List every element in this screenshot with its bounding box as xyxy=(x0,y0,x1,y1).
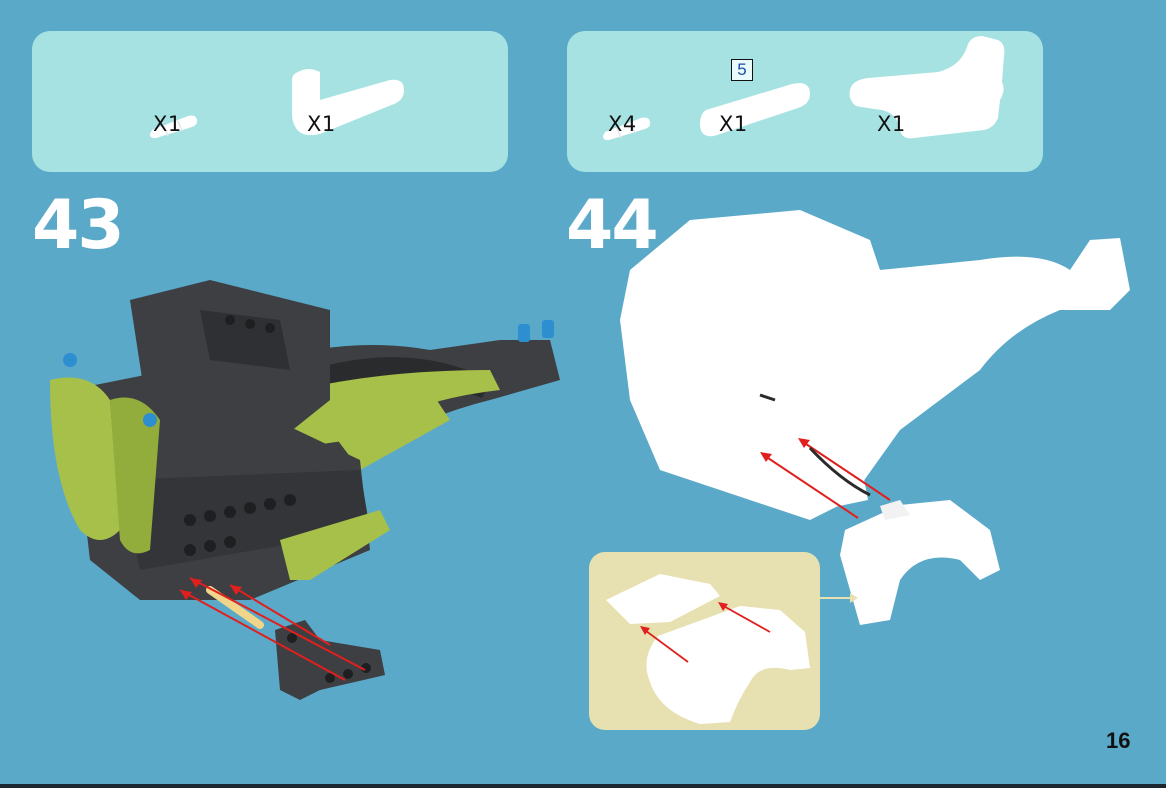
part-qty-label: X1 xyxy=(719,112,748,136)
page-number: 16 xyxy=(1106,728,1130,754)
arched-panel-part-icon xyxy=(848,34,1008,140)
part-qty-label: X4 xyxy=(608,112,637,136)
part-qty-label: X1 xyxy=(877,112,906,136)
step-number-43: 43 xyxy=(32,186,123,265)
part-qty-label: X1 xyxy=(307,112,336,136)
footer-rule xyxy=(0,784,1166,788)
callout-detail-illustration xyxy=(600,562,812,722)
step-43-model-illustration xyxy=(30,280,570,720)
beam-length-badge: 5 xyxy=(731,59,753,81)
parts-panel-step-43 xyxy=(32,31,508,172)
part-qty-label: X1 xyxy=(153,112,182,136)
straight-beam-part-icon xyxy=(698,80,814,138)
callout-connector-arrow xyxy=(820,590,860,606)
